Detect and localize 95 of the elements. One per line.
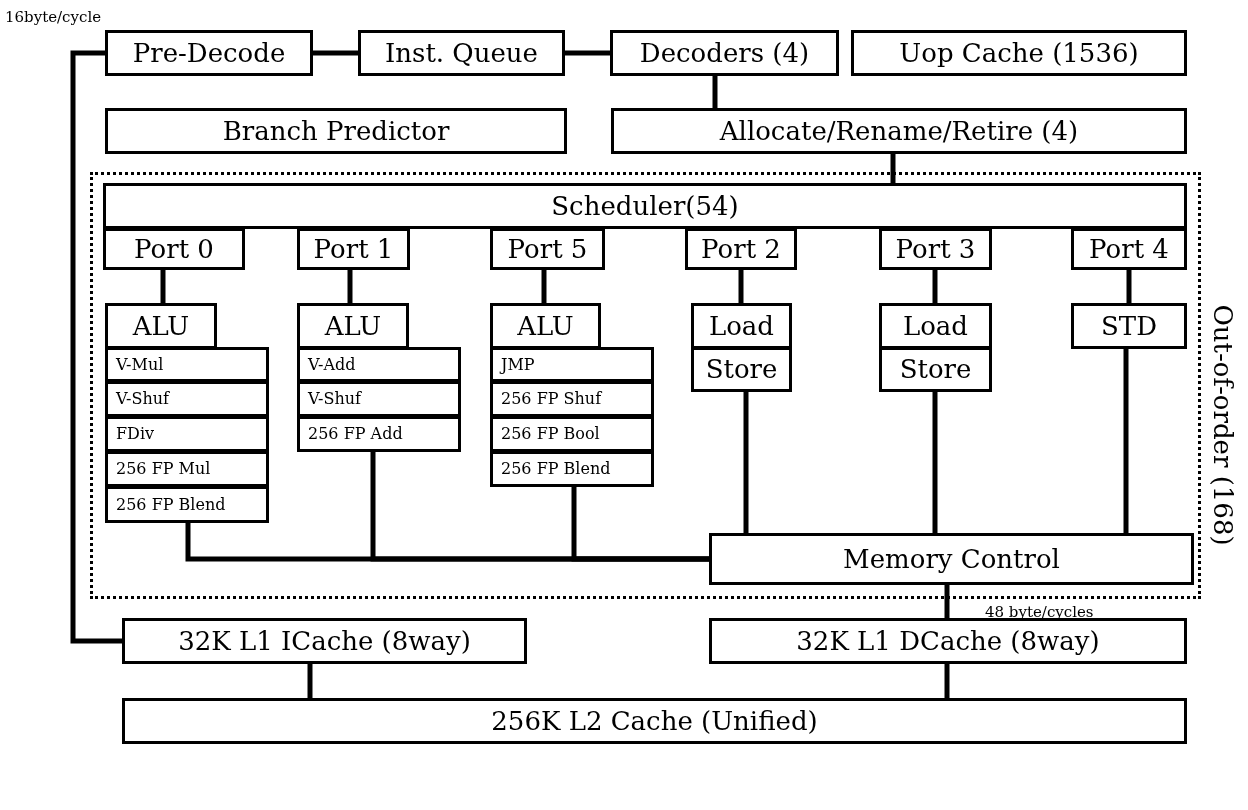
- bandwidth-label: 16byte/cycle: [5, 8, 102, 26]
- box-text: STD: [1101, 311, 1157, 341]
- function-unit-box: [105, 451, 269, 487]
- box-text: Scheduler(54): [551, 191, 739, 221]
- box-text: ALU: [324, 311, 382, 341]
- box-text: V-Shuf: [116, 390, 169, 408]
- box-text: 256 FP Blend: [501, 460, 611, 478]
- box-text: FDiv: [116, 425, 155, 443]
- box-text: 256K L2 Cache (Unified): [491, 706, 818, 736]
- process-box: [122, 618, 527, 664]
- box-text: 256 FP Shuf: [501, 390, 602, 408]
- connector-line: [932, 392, 938, 533]
- connector-line: [565, 50, 610, 56]
- function-unit-box: [490, 347, 654, 382]
- process-box: [879, 303, 992, 349]
- box-text: Port 3: [895, 234, 976, 264]
- connector-line: [932, 270, 938, 303]
- box-text: 32K L1 ICache (8way): [178, 626, 471, 656]
- box-text: Pre-Decode: [132, 38, 286, 68]
- connector-line: [307, 664, 313, 698]
- box-text: V-Add: [308, 355, 356, 374]
- box-text: 256 FP Bool: [501, 425, 600, 443]
- box-text: Decoders (4): [639, 38, 810, 68]
- connector-line: [1126, 270, 1132, 303]
- connector-line: [70, 50, 122, 644]
- process-box: [105, 108, 567, 154]
- connector-line: [541, 270, 547, 303]
- connector-line: [738, 270, 744, 303]
- box-text: Load: [902, 311, 969, 341]
- process-box: [851, 30, 1187, 76]
- box-text: ALU: [132, 311, 190, 341]
- box-text: JMP: [501, 355, 535, 374]
- process-box: [297, 303, 409, 349]
- process-box: [691, 347, 792, 392]
- connector-line: [347, 270, 353, 303]
- connector-line: [313, 50, 358, 56]
- connector-line: [944, 664, 950, 698]
- connector-line: [944, 585, 950, 618]
- connector-line: [890, 154, 896, 183]
- box-text: Store: [705, 355, 778, 384]
- box-text: Port 4: [1089, 234, 1169, 264]
- box-text: Port 0: [134, 234, 214, 264]
- box-text: 32K L1 DCache (8way): [796, 626, 1100, 656]
- connector-line: [571, 487, 709, 562]
- function-unit-box: [105, 381, 269, 417]
- function-unit-box: [297, 416, 461, 452]
- function-unit-box: [490, 451, 654, 487]
- box-text: Store: [899, 355, 972, 384]
- box-text: Port 2: [701, 234, 781, 264]
- function-unit-box: [105, 486, 269, 523]
- box-text: Inst. Queue: [385, 38, 538, 68]
- box-text: Branch Predictor: [222, 116, 450, 146]
- box-text: Port 5: [507, 234, 588, 264]
- box-text: Memory Control: [843, 544, 1060, 574]
- function-unit-box: [490, 381, 654, 417]
- process-box: [709, 618, 1187, 664]
- process-box: [691, 303, 792, 349]
- process-box: [709, 533, 1194, 585]
- function-unit-box: [297, 381, 461, 417]
- connector-line: [1123, 349, 1129, 533]
- process-box: [105, 30, 313, 76]
- process-box: [490, 303, 601, 349]
- process-box: [879, 228, 992, 270]
- function-unit-box: [490, 416, 654, 452]
- process-box: [122, 698, 1187, 744]
- function-unit-box: [105, 347, 269, 382]
- function-unit-box: [297, 347, 461, 382]
- box-text: Load: [708, 311, 775, 341]
- connector-line: [160, 270, 166, 303]
- process-box: [105, 303, 217, 349]
- box-text: Uop Cache (1536): [899, 38, 1139, 68]
- process-box: [1071, 228, 1187, 270]
- box-text: V-Shuf: [308, 390, 361, 408]
- box-text: Port 1: [313, 234, 394, 264]
- process-box: [297, 228, 410, 270]
- box-text: 256 FP Add: [308, 425, 403, 443]
- region-heading: Out-of-order (168): [1207, 304, 1238, 546]
- process-box: [490, 228, 605, 270]
- box-text: 256 FP Blend: [116, 495, 226, 514]
- process-box: [610, 30, 839, 76]
- process-box: [611, 108, 1187, 154]
- connector-line: [712, 76, 718, 108]
- bandwidth-label: 48 byte/cycles: [985, 603, 1094, 621]
- process-box: [103, 228, 245, 270]
- box-text: V-Mul: [116, 355, 164, 374]
- process-box: [1071, 303, 1187, 349]
- box-text: Allocate/Rename/Retire (4): [719, 116, 1079, 146]
- process-box: [879, 347, 992, 392]
- box-text: ALU: [517, 311, 574, 341]
- box-text: 256 FP Mul: [116, 460, 211, 478]
- connector-line: [743, 392, 749, 533]
- process-box: [685, 228, 797, 270]
- process-box: [103, 183, 1187, 229]
- process-box: [358, 30, 565, 76]
- function-unit-box: [105, 416, 269, 452]
